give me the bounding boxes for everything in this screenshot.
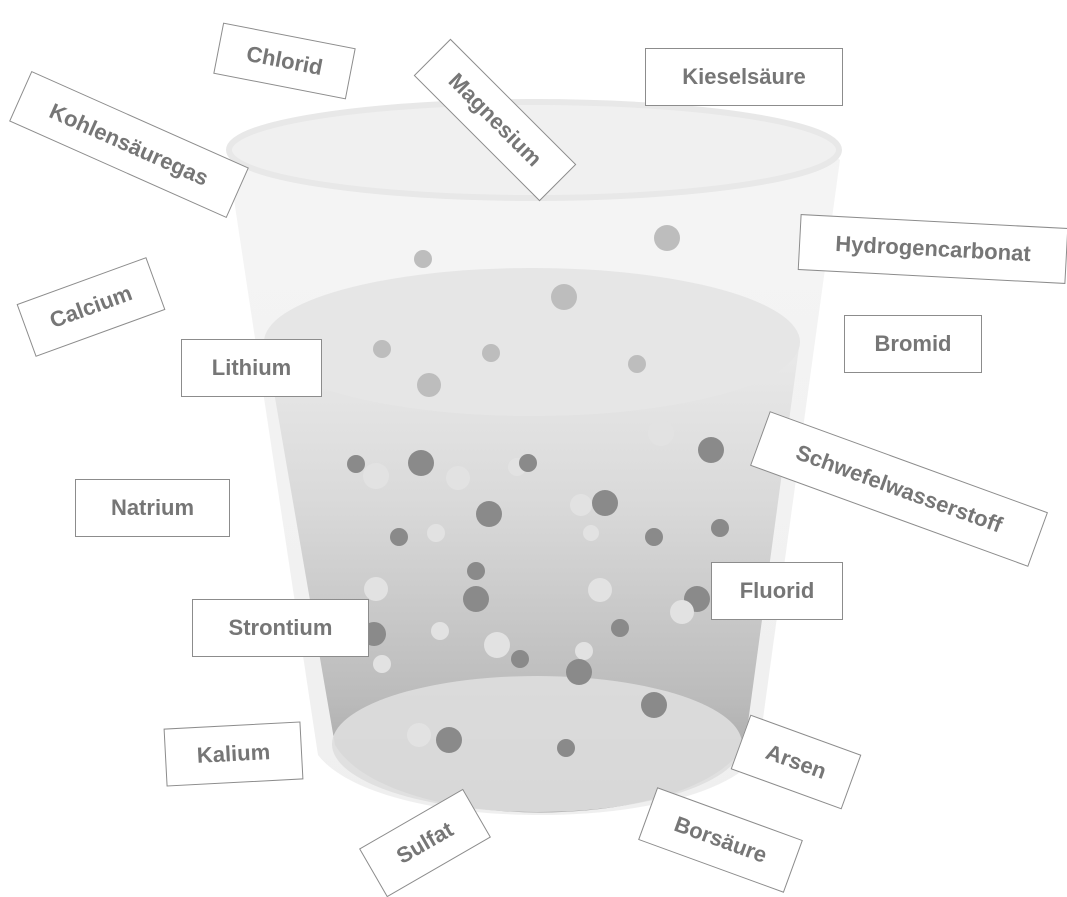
bubble — [427, 524, 445, 542]
bubble — [431, 622, 449, 640]
bubble — [519, 454, 537, 472]
bubble — [611, 619, 629, 637]
bubble — [698, 437, 724, 463]
bubble — [363, 463, 389, 489]
water-surface — [264, 268, 800, 416]
bubble — [446, 466, 470, 490]
bubble — [648, 420, 674, 446]
bubble — [436, 727, 462, 753]
bubble — [407, 723, 431, 747]
bubble — [373, 340, 391, 358]
bubble — [654, 225, 680, 251]
label-kieselsaeure: Kieselsäure — [645, 48, 843, 106]
label-lithium: Lithium — [181, 339, 322, 397]
bubble — [588, 578, 612, 602]
bubble — [467, 562, 485, 580]
bubble — [670, 600, 694, 624]
bubble — [463, 586, 489, 612]
label-natrium: Natrium — [75, 479, 230, 537]
label-bromid: Bromid — [844, 315, 982, 373]
label-strontium: Strontium — [192, 599, 369, 657]
bubble — [557, 739, 575, 757]
bubble — [592, 490, 618, 516]
bubble — [482, 344, 500, 362]
bubble — [641, 692, 667, 718]
bubble — [511, 650, 529, 668]
bubble — [417, 373, 441, 397]
bubble — [484, 632, 510, 658]
bubble — [711, 519, 729, 537]
bubble — [575, 642, 593, 660]
bubble — [347, 455, 365, 473]
bubble — [551, 284, 577, 310]
bubble — [373, 655, 391, 673]
bubble — [570, 494, 592, 516]
bubble — [583, 525, 599, 541]
bubble — [408, 450, 434, 476]
bubble — [364, 577, 388, 601]
bubble — [414, 250, 432, 268]
label-fluorid: Fluorid — [711, 562, 843, 620]
bubble — [628, 355, 646, 373]
bubble — [645, 528, 663, 546]
water-bottom — [332, 676, 742, 812]
label-kalium: Kalium — [163, 721, 304, 787]
bubble — [566, 659, 592, 685]
bubble — [476, 501, 502, 527]
bubble — [390, 528, 408, 546]
